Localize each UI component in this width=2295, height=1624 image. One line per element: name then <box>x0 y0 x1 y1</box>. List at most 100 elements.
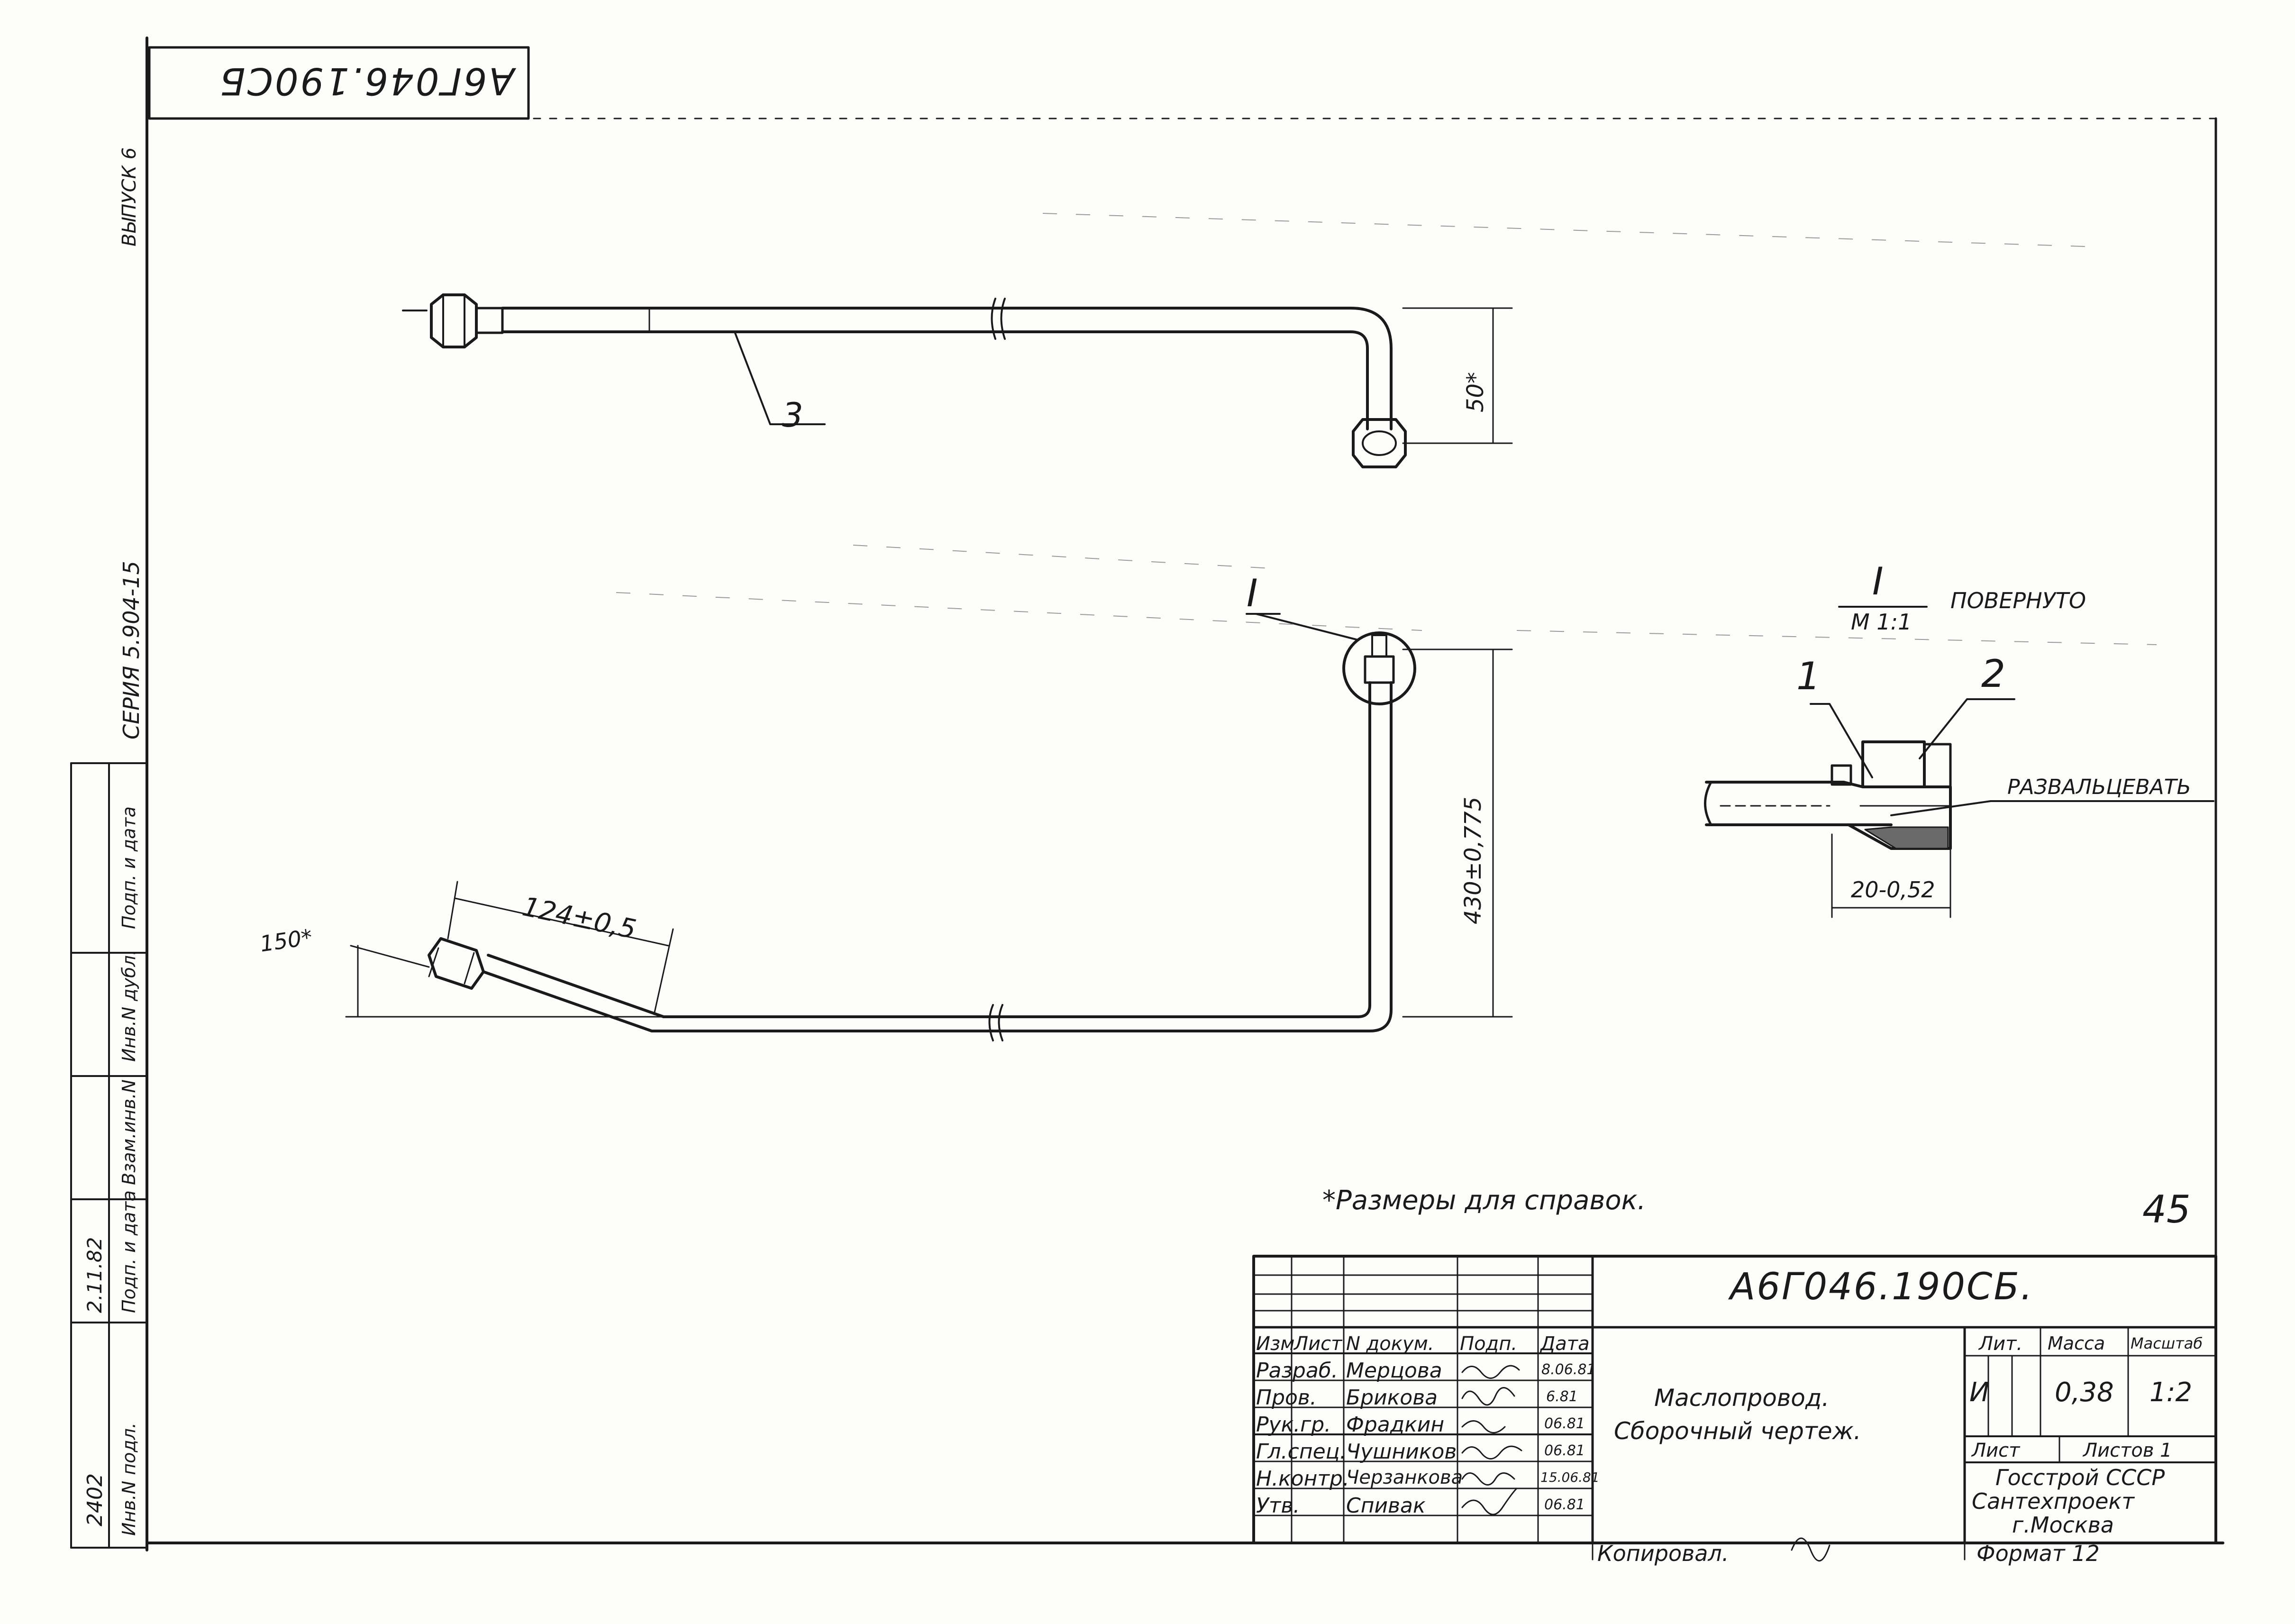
tb-lit-label: Лит. <box>1979 1333 2023 1355</box>
tb-scale-value: 1:2 <box>2149 1377 2193 1408</box>
noise-streak-4 <box>1516 630 2157 645</box>
tb-sheets-label: Листов 1 <box>2083 1440 2172 1461</box>
upper-pipe-bend-outer <box>999 307 1393 430</box>
stamp-code: А6Г046.190СБ <box>218 59 514 102</box>
upper-nut <box>430 293 478 348</box>
upper-pipe-assembly <box>402 293 1513 468</box>
lower-angled-top <box>487 954 665 1018</box>
detail-rotated: ПОВЕРНУТО <box>1950 588 2086 613</box>
title-designation: А6Г046.190СБ. <box>1730 1266 2034 1308</box>
upper-bottom-nut <box>1352 418 1407 468</box>
tb-row-name: Чушников <box>1346 1440 1457 1464</box>
detail-section-hatch <box>1864 826 1949 849</box>
signature-4 <box>1461 1445 1522 1460</box>
detail-circle <box>1342 631 1416 705</box>
stamp-box <box>148 46 530 120</box>
detail-scale: М 1:1 <box>1851 609 1912 635</box>
callout-3-leader <box>734 331 826 425</box>
upper-bottom-nut-bore <box>1362 430 1397 456</box>
lower-break-mark <box>988 1004 1003 1041</box>
detail-view <box>1704 606 2214 918</box>
signature-1 <box>1461 1365 1520 1379</box>
strip-vzam-inv: Взам.инв.N <box>118 1079 139 1185</box>
dim124-ext-left <box>447 881 458 940</box>
tb-row-name: Фрадкин <box>1346 1413 1445 1437</box>
tb-header-data: Дата <box>1540 1333 1590 1355</box>
tb-row-role: Пров. <box>1256 1386 1317 1410</box>
tb-org-line2: Сантехпроект <box>1972 1488 2135 1514</box>
detail-nut-end <box>1923 743 1952 788</box>
dim124-line <box>454 897 669 947</box>
signatures <box>1461 1365 1831 1561</box>
dim-20: 20-0,52 <box>1851 877 1935 903</box>
upper-break-mark <box>991 298 1006 340</box>
detail-ring-1 <box>1831 764 1852 786</box>
strip-podp-value: 2.11.82 <box>83 1237 106 1313</box>
dim124-ext-right <box>653 928 674 1015</box>
dim-430: 430±0,775 <box>1460 796 1486 924</box>
tb-row-name: Брикова <box>1346 1386 1438 1410</box>
tb-sheet-label: Лист <box>1972 1440 2020 1461</box>
tb-mass-label: Масса <box>2048 1333 2105 1354</box>
upper-fitting <box>475 307 504 334</box>
tb-scale-label: Масштаб <box>2131 1334 2203 1352</box>
dim150-ext <box>350 945 430 968</box>
detail-flare: РАЗВАЛЬЦЕВАТЬ <box>2007 775 2191 799</box>
tb-row-date: 8.06.81 <box>1541 1361 1596 1378</box>
tb-row-date: 06.81 <box>1544 1442 1585 1459</box>
tb-header-izm: Изм <box>1256 1333 1295 1355</box>
lower-top-nut <box>1364 655 1395 684</box>
strip-inv-value: 2402 <box>83 1473 107 1526</box>
tb-header-podp: Подп. <box>1460 1333 1518 1355</box>
strip-podp-data-top: Подп. и дата <box>118 806 139 929</box>
lower-left-nut <box>428 937 485 990</box>
noise-streak-2 <box>1042 213 2086 247</box>
tb-row-name: Мерцова <box>1346 1359 1442 1383</box>
title-block-grid <box>1252 1255 2217 1560</box>
tb-row-role: Гл.спец. <box>1256 1440 1347 1464</box>
lower-pipe-bottom-edge <box>650 1008 1393 1032</box>
tb-row-date: 15.06.81 <box>1540 1469 1600 1485</box>
lower-pipe-top-edge <box>662 1004 1371 1018</box>
reference-note: *Размеры для справок. <box>1322 1185 1646 1216</box>
flare-leader <box>1890 800 2214 816</box>
callout-1-leader <box>1810 703 1873 778</box>
tb-row-name: Спивак <box>1346 1494 1426 1518</box>
signature-3 <box>1461 1420 1506 1433</box>
lower-pipe-assembly <box>345 613 1513 1041</box>
callout-part-1: 1 <box>1796 654 1821 698</box>
copied-label: Копировал. <box>1597 1541 1729 1566</box>
view-mark-main: I <box>1247 571 1258 615</box>
tb-row-name: Черзанкова <box>1346 1467 1463 1488</box>
tb-org-line1: Госстрой СССР <box>1995 1465 2165 1490</box>
tb-row-date: 06.81 <box>1544 1496 1585 1513</box>
tb-header-ndok: N докум. <box>1346 1333 1434 1355</box>
tb-org-line3: г.Москва <box>2012 1512 2114 1538</box>
tb-row-role: Разраб. <box>1256 1359 1338 1383</box>
page-number: 45 <box>2142 1187 2191 1232</box>
tb-row-date: 06.81 <box>1544 1415 1585 1432</box>
signature-5 <box>1461 1472 1515 1486</box>
tb-row-date: 6.81 <box>1546 1388 1578 1405</box>
title-name-line1: Маслопровод. <box>1654 1384 1830 1412</box>
callout-part-3: 3 <box>782 396 803 435</box>
view-mark-detail: I <box>1872 559 1884 603</box>
strip-sheet-ref: ВЫПУСК 6 <box>118 147 140 246</box>
noise-streak-3 <box>853 545 1280 569</box>
lower-top-nut-cap <box>1371 634 1387 657</box>
upper-pipe-bend-inner <box>1032 330 1369 430</box>
detail-I-leader <box>1255 613 1359 641</box>
strip-series: СЕРИЯ 5.904-15 <box>118 561 144 739</box>
signature-6 <box>1461 1487 1518 1515</box>
lower-angled-bottom <box>482 970 653 1032</box>
title-block-border <box>1252 1255 2217 1544</box>
tb-row-role: Рук.гр. <box>1256 1413 1331 1437</box>
strip-inv-dubl: Инв.N дубл. <box>118 949 139 1062</box>
strip-podp-data: Подп. и дата <box>118 1190 139 1313</box>
detail-nut-body <box>1861 740 1926 788</box>
noise-streak-1 <box>616 592 1422 631</box>
signature-2 <box>1461 1387 1515 1406</box>
detail-section-outline <box>1842 781 1952 850</box>
